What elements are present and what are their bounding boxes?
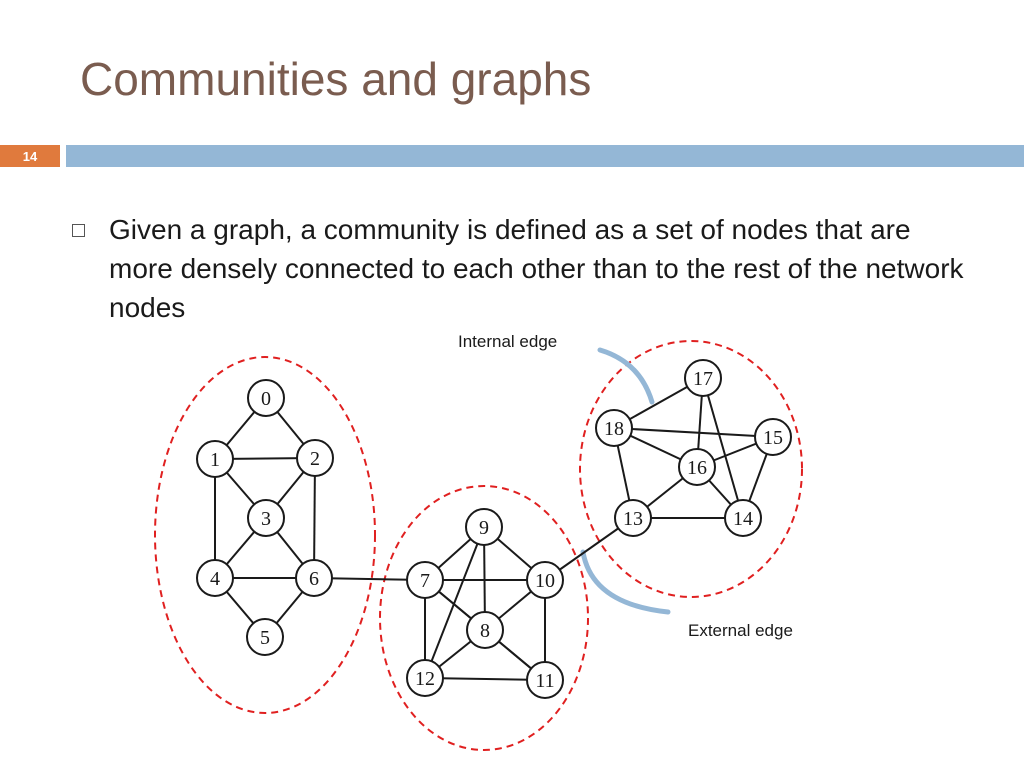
node-label: 18 (604, 418, 624, 440)
node-18: 18 (595, 409, 633, 447)
node-label: 8 (480, 620, 490, 642)
node-label: 1 (210, 449, 220, 471)
node-circle (246, 618, 284, 656)
node-circle (196, 440, 234, 478)
internal-edge-label: Internal edge (458, 332, 557, 351)
node-6: 6 (295, 559, 333, 597)
node-circle (526, 561, 564, 599)
slide-title: Communities and graphs (80, 53, 592, 105)
slide-number: 14 (0, 145, 60, 167)
node-label: 15 (763, 427, 783, 449)
external-edge-callout-arc (580, 549, 671, 615)
edge-2-6 (313, 457, 316, 579)
node-circle (678, 448, 716, 486)
node-circle (754, 418, 792, 456)
node-circle (406, 561, 444, 599)
node-3: 3 (247, 499, 285, 537)
square-bullet-icon (72, 224, 85, 237)
community-outline-right (579, 340, 803, 598)
community-outline-middle (379, 485, 589, 751)
node-circle (296, 439, 334, 477)
bullet-item: Given a graph, a community is defined as… (72, 210, 972, 327)
node-circle (247, 379, 285, 417)
community-outlines (154, 340, 803, 751)
node-label: 16 (687, 457, 707, 479)
node-label: 10 (535, 570, 555, 592)
node-7: 7 (406, 561, 444, 599)
node-8: 8 (466, 611, 504, 649)
title-bar: 14 (0, 145, 1024, 167)
node-label: 0 (261, 388, 271, 410)
node-circle (466, 611, 504, 649)
node-4: 4 (196, 559, 234, 597)
external-edge-label: External edge (688, 621, 793, 640)
node-label: 11 (535, 670, 554, 692)
node-label: 2 (310, 448, 320, 470)
node-14: 14 (724, 499, 762, 537)
node-circle (465, 508, 503, 546)
node-10: 10 (526, 561, 564, 599)
node-9: 9 (465, 508, 503, 546)
node-label: 17 (693, 368, 713, 390)
node-12: 12 (406, 659, 444, 697)
internal-edge-callout-arc (597, 347, 655, 405)
edge-17-14 (702, 377, 744, 519)
callouts: Internal edge External edge (458, 332, 793, 640)
node-17: 17 (684, 359, 722, 397)
node-16: 16 (678, 448, 716, 486)
node-label: 13 (623, 508, 643, 530)
node-label: 3 (261, 508, 271, 530)
edge-18-15 (613, 427, 774, 438)
node-2: 2 (296, 439, 334, 477)
community-outline-left (154, 356, 376, 714)
title-bar-band (66, 145, 1024, 167)
node-circle (406, 659, 444, 697)
edge-12-11 (424, 677, 546, 681)
node-label: 6 (309, 568, 319, 590)
node-11: 11 (526, 661, 564, 699)
node-circle (295, 559, 333, 597)
node-0: 0 (247, 379, 285, 417)
node-circle (724, 499, 762, 537)
node-label: 4 (210, 568, 220, 590)
node-5: 5 (246, 618, 284, 656)
edge-9-12 (424, 526, 485, 679)
node-15: 15 (754, 418, 792, 456)
node-label: 12 (415, 668, 435, 690)
node-label: 7 (420, 570, 430, 592)
node-circle (684, 359, 722, 397)
node-circle (247, 499, 285, 537)
node-circle (526, 661, 564, 699)
node-label: 14 (733, 508, 753, 530)
node-circle (595, 409, 633, 447)
node-circle (614, 499, 652, 537)
node-1: 1 (196, 440, 234, 478)
bullet-text: Given a graph, a community is defined as… (109, 214, 964, 323)
node-circle (196, 559, 234, 597)
node-label: 5 (260, 627, 270, 649)
node-label: 9 (479, 517, 489, 539)
node-13: 13 (614, 499, 652, 537)
